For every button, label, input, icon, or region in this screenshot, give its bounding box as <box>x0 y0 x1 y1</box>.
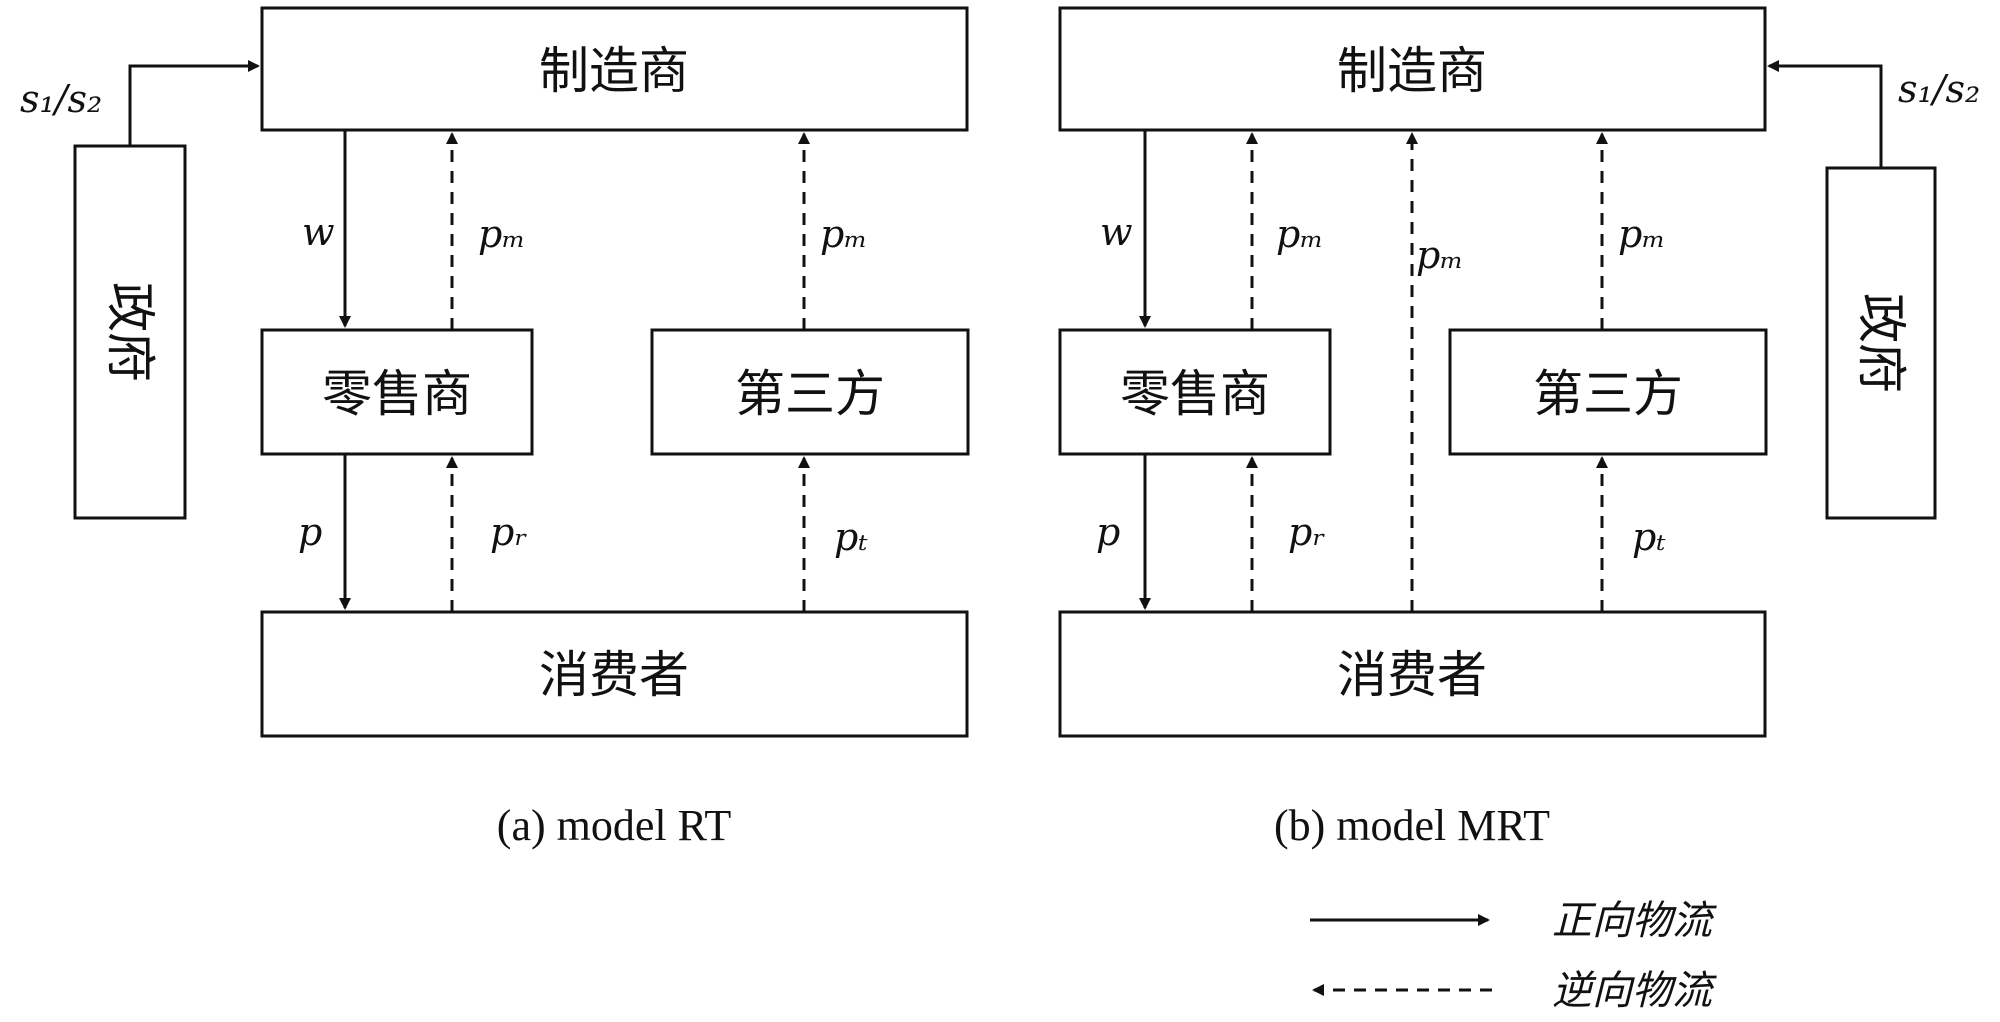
b-government-label: 政府 <box>1852 293 1910 393</box>
legend-forward-label: 正向物流 <box>1552 898 1717 944</box>
b-consumer-label: 消费者 <box>1337 646 1487 704</box>
a-consumer-box <box>260 610 969 738</box>
b-pm-retailer-label: pₘ <box>1276 212 1324 256</box>
a-consumer-label: 消费者 <box>539 646 689 704</box>
a-subsidy-arrow <box>128 60 260 146</box>
a-manufacturer-label: 制造商 <box>539 42 689 100</box>
a-government-label: 政府 <box>101 282 159 382</box>
a-wholesale-label: w <box>302 210 335 254</box>
b-retail-price-label: p <box>1096 510 1120 554</box>
a-caption: (a) model RT <box>497 801 732 850</box>
b-retailer-box <box>1058 328 1332 456</box>
b-pt-label: pₜ <box>1632 515 1666 559</box>
b-consumer-box <box>1058 610 1767 738</box>
b-wholesale-label: w <box>1100 210 1133 254</box>
panel-b: 制造商 零售商 第三方 消费者 政府 s₁/s₂ w pₘ pₘ pₘ p pᵣ <box>1058 6 1980 850</box>
b-subsidy-label: s₁/s₂ <box>1898 67 1980 111</box>
panel-a: 制造商 零售商 第三方 消费者 政府 s₁/s₂ w pₘ pₘ p pᵣ pₜ… <box>20 6 970 850</box>
b-manufacturer-label: 制造商 <box>1337 42 1487 100</box>
a-retail-price-label: p <box>298 510 322 554</box>
b-third-party-label: 第三方 <box>1533 365 1683 423</box>
b-caption: (b) model MRT <box>1274 801 1550 850</box>
b-pm-direct-label: pₘ <box>1416 233 1464 277</box>
a-retailer-label: 零售商 <box>322 365 472 423</box>
a-subsidy-label: s₁/s₂ <box>20 77 102 121</box>
a-pm-retailer-label: pₘ <box>478 212 526 256</box>
a-third-party-box <box>650 328 970 456</box>
a-pr-label: pᵣ <box>490 510 528 554</box>
b-retailer-label: 零售商 <box>1120 365 1270 423</box>
a-government-box <box>73 144 187 520</box>
b-third-party-box <box>1448 328 1768 456</box>
b-pm-third-label: pₘ <box>1618 212 1666 256</box>
a-manufacturer-box <box>260 6 969 132</box>
legend: 正向物流 逆向物流 <box>1310 898 1717 1014</box>
a-third-party-label: 第三方 <box>735 365 885 423</box>
legend-reverse-label: 逆向物流 <box>1552 968 1717 1014</box>
a-retailer-box <box>260 328 534 456</box>
b-pr-label: pᵣ <box>1288 510 1326 554</box>
a-pm-third-label: pₘ <box>820 212 868 256</box>
b-subsidy-arrow <box>1767 60 1883 168</box>
a-pt-label: pₜ <box>834 515 868 559</box>
b-manufacturer-box <box>1058 6 1767 132</box>
